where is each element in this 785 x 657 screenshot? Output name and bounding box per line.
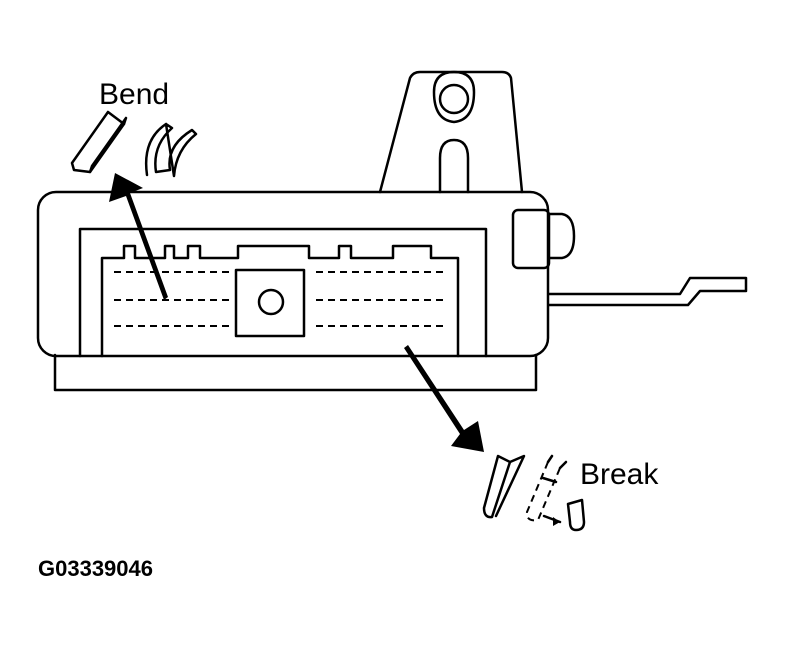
module-housing xyxy=(36,190,550,392)
break-label: Break xyxy=(580,458,659,491)
chip xyxy=(234,268,306,338)
side-connector xyxy=(511,208,748,307)
bend-arrow xyxy=(109,173,168,300)
circuit-board xyxy=(114,268,448,338)
mounting-bracket xyxy=(378,70,524,194)
figure-code: G03339046 xyxy=(38,556,153,581)
chip-hole xyxy=(257,288,285,316)
break-tab-illustration xyxy=(482,454,586,532)
bend-tab-illustration xyxy=(70,110,198,178)
bend-label: Bend xyxy=(99,78,170,111)
break-arrow xyxy=(404,345,484,452)
